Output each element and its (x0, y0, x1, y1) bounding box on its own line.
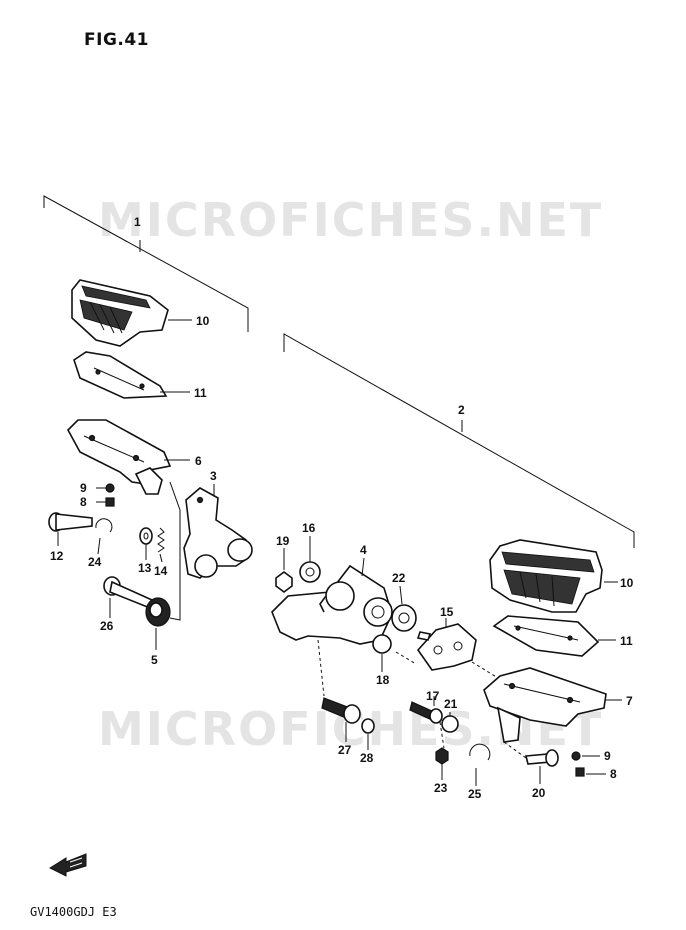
part-pin-20 (524, 749, 559, 767)
callout-17: 17 (426, 689, 440, 703)
part-collar (391, 604, 417, 632)
part-washer (139, 527, 153, 545)
part-holder (416, 623, 477, 671)
callout-11-left: 11 (194, 386, 207, 400)
part-footrest-rubber-left (71, 279, 169, 347)
callout-10-right: 10 (620, 576, 634, 590)
callout-6: 6 (195, 454, 202, 468)
callout-16: 16 (302, 521, 316, 535)
callout-1: 1 (134, 215, 141, 229)
leader-lines (57, 319, 622, 786)
assembly-bracket-1 (43, 195, 249, 332)
callout-11-right: 11 (620, 634, 633, 648)
callout-labels: 1 2 3 4 5 6 7 8 8 9 9 10 10 11 11 12 13 … (50, 215, 634, 801)
callout-18: 18 (376, 673, 390, 687)
part-screw-left (105, 497, 115, 507)
part-nut-19 (275, 571, 293, 593)
part-nut-right (571, 751, 581, 761)
part-spring (157, 527, 165, 553)
watermark-top: MICROFICHES.NET (98, 193, 604, 247)
callout-25: 25 (468, 787, 482, 801)
callout-12: 12 (50, 549, 64, 563)
front-arrow-icon (48, 853, 87, 877)
callout-10-left: 10 (196, 314, 210, 328)
part-screw-right (575, 767, 585, 777)
callout-2: 2 (458, 403, 465, 417)
part-bolt-27 (321, 697, 361, 724)
part-washer-16 (299, 561, 321, 583)
callout-15: 15 (440, 605, 454, 619)
part-footrest-rubber-right (489, 539, 603, 613)
part-main-bracket (271, 564, 393, 645)
part-plate-left (73, 351, 168, 399)
callout-24: 24 (88, 555, 102, 569)
callout-13: 13 (138, 561, 152, 575)
callout-20: 20 (532, 786, 546, 800)
callout-5: 5 (151, 653, 158, 667)
callout-26: 26 (100, 619, 114, 633)
callout-28: 28 (360, 751, 374, 765)
part-bush (372, 634, 392, 654)
part-bolt-lower (103, 576, 153, 610)
part-nut-left (105, 483, 115, 493)
callout-8-left: 8 (80, 495, 87, 509)
part-bolt-17 (409, 701, 443, 724)
part-damper (145, 597, 171, 627)
callout-27: 27 (338, 743, 352, 757)
part-nut-23 (435, 747, 449, 765)
callout-7: 7 (626, 694, 633, 708)
part-cap-21 (441, 715, 459, 733)
callout-19: 19 (276, 534, 290, 548)
part-cap-28 (361, 718, 375, 734)
callout-9-left: 9 (80, 481, 87, 495)
assembly-bracket-2 (283, 333, 635, 548)
part-clip (95, 518, 113, 533)
part-bracket-right (483, 667, 607, 743)
callout-23: 23 (434, 781, 448, 795)
part-arm (183, 487, 253, 579)
callout-22: 22 (392, 571, 406, 585)
figure-title: FIG.41 (84, 30, 150, 50)
callout-14: 14 (154, 564, 168, 578)
part-bracket-left (67, 419, 172, 495)
model-code: GV1400GDJ E3 (30, 905, 117, 919)
part-clip-25 (469, 743, 491, 761)
callout-8-right: 8 (610, 767, 617, 781)
callout-4: 4 (360, 543, 367, 557)
callout-3: 3 (210, 469, 217, 483)
part-plate-right (492, 615, 600, 657)
callout-9-right: 9 (604, 749, 611, 763)
part-pin (48, 512, 93, 532)
callout-21: 21 (444, 697, 458, 711)
